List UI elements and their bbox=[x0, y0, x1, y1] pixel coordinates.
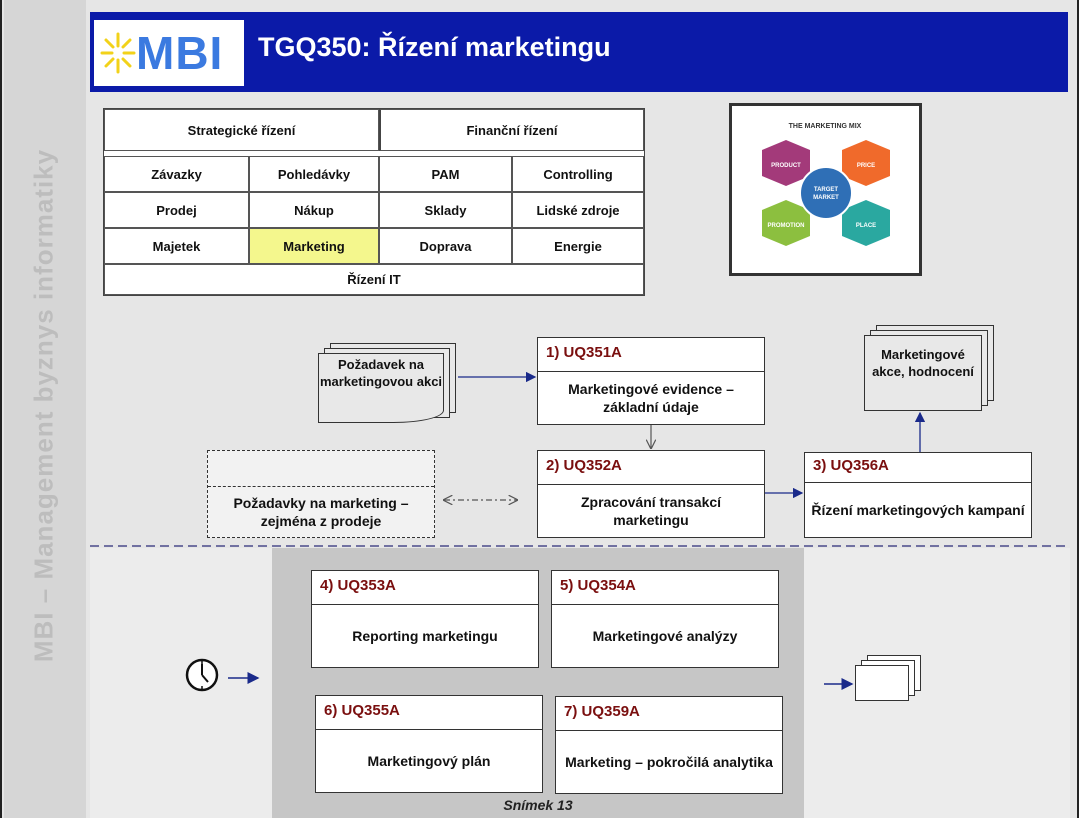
module-strategic: Strategické řízení bbox=[104, 109, 379, 151]
process-box-7: 7) UQ359A Marketing – pokročilá analytik… bbox=[555, 696, 783, 794]
process-box-6: 6) UQ355A Marketingový plán bbox=[315, 695, 543, 793]
sidebar-text: MBI – Management byznys informatiky bbox=[28, 148, 59, 663]
process-text: Marketing – pokročilá analytika bbox=[565, 753, 773, 770]
mbi-logo: MBI bbox=[94, 20, 244, 86]
target-label: TARGET bbox=[814, 187, 839, 193]
process-number: 7) bbox=[564, 703, 578, 720]
module-cell: Doprava bbox=[379, 228, 512, 264]
process-number: 1) bbox=[546, 344, 560, 361]
product-label: PRODUCT bbox=[771, 163, 801, 169]
output-document-stack: Marketingové akce, hodnocení bbox=[864, 325, 1004, 411]
output-document-label: Marketingové akce, hodnocení bbox=[872, 347, 974, 379]
module-cell: Závazky bbox=[104, 156, 249, 192]
process-code: UQ351A bbox=[563, 344, 622, 361]
input-document-label: Požadavek na marketingovou akci bbox=[319, 357, 443, 389]
process-text: Marketingové evidence – základní údaje bbox=[568, 380, 734, 415]
product-hex bbox=[762, 140, 810, 186]
process-text: Zpracování transakcí marketingu bbox=[580, 493, 722, 528]
process-text: Marketingový plán bbox=[367, 752, 491, 769]
process-code: UQ352A bbox=[563, 457, 622, 474]
process-text: Řízení marketingových kampaní bbox=[811, 501, 1025, 518]
place-label: PLACE bbox=[856, 223, 876, 229]
process-code: UQ354A bbox=[577, 577, 636, 594]
price-hex bbox=[842, 140, 890, 186]
process-code: UQ359A bbox=[581, 703, 640, 720]
module-cell: Energie bbox=[512, 228, 644, 264]
promotion-hex bbox=[762, 200, 810, 246]
process-number: 6) bbox=[324, 702, 338, 719]
module-cell: Prodej bbox=[104, 192, 249, 228]
requirements-box: Požadavky na marketing – zejména z prode… bbox=[207, 450, 435, 538]
process-text: Marketingové analýzy bbox=[592, 627, 738, 644]
process-number: 4) bbox=[320, 577, 334, 594]
module-cell-highlighted: Marketing bbox=[249, 228, 379, 264]
module-table: Strategické řízení Finanční řízení Závaz… bbox=[103, 108, 645, 296]
module-cell: PAM bbox=[379, 156, 512, 192]
marketing-mix-image: THE MARKETING MIX PRODUCT PRICE PROMOTIO… bbox=[729, 103, 922, 276]
process-box-5: 5) UQ354A Marketingové analýzy bbox=[551, 570, 779, 668]
process-code: UQ353A bbox=[337, 577, 396, 594]
process-code: UQ355A bbox=[341, 702, 400, 719]
promotion-label: PROMOTION bbox=[768, 223, 805, 229]
process-number: 3) bbox=[813, 457, 827, 474]
requirements-text: Požadavky na marketing – zejména z prode… bbox=[233, 494, 409, 529]
price-label: PRICE bbox=[857, 163, 875, 169]
input-document-stack: Požadavek na marketingovou akci bbox=[318, 343, 458, 425]
module-cell: Pohledávky bbox=[249, 156, 379, 192]
slide-number: Snímek 13 bbox=[503, 797, 573, 813]
sidebar: MBI – Management byznys informatiky bbox=[4, 0, 86, 818]
process-box-2: 2) UQ352A Zpracování transakcí marketing… bbox=[537, 450, 765, 538]
process-number: 2) bbox=[546, 457, 560, 474]
report-document-stack bbox=[855, 655, 925, 705]
process-box-1: 1) UQ351A Marketingové evidence – základ… bbox=[537, 337, 765, 425]
header: MBI TGQ350: Řízení marketingu bbox=[90, 12, 1068, 92]
process-number: 5) bbox=[560, 577, 574, 594]
module-financial: Finanční řízení bbox=[379, 109, 644, 151]
market-label: MARKET bbox=[813, 195, 839, 201]
page-title: TGQ350: Řízení marketingu bbox=[258, 32, 611, 62]
process-box-4: 4) UQ353A Reporting marketingu bbox=[311, 570, 539, 668]
process-text: Reporting marketingu bbox=[352, 627, 498, 644]
module-cell: Nákup bbox=[249, 192, 379, 228]
place-hex bbox=[842, 200, 890, 246]
module-cell: Majetek bbox=[104, 228, 249, 264]
mix-title: THE MARKETING MIX bbox=[789, 123, 862, 130]
logo-text: MBI bbox=[136, 27, 224, 79]
module-cell: Sklady bbox=[379, 192, 512, 228]
module-cell: Controlling bbox=[512, 156, 644, 192]
module-it: Řízení IT bbox=[104, 264, 644, 295]
sun-icon bbox=[100, 32, 136, 74]
process-code: UQ356A bbox=[830, 457, 889, 474]
target-market-circle bbox=[799, 166, 853, 220]
process-box-3: 3) UQ356A Řízení marketingových kampaní bbox=[804, 452, 1032, 538]
module-cell: Lidské zdroje bbox=[512, 192, 644, 228]
